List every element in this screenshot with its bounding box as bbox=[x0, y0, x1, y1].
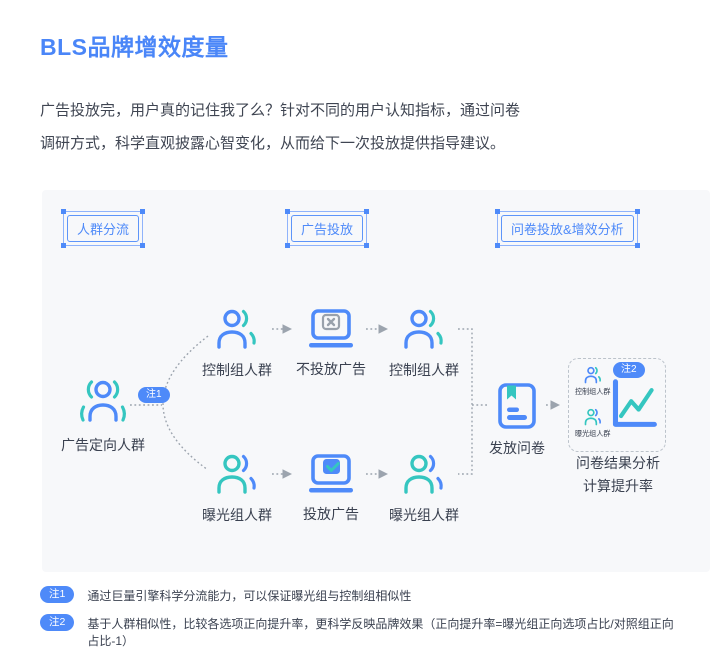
note2-badge: 注2 bbox=[40, 614, 75, 631]
stage-box-ad-delivery: 广告投放 bbox=[285, 209, 370, 248]
result-caption: 问卷结果分析 计算提升率 bbox=[566, 452, 670, 498]
intro-paragraph: 广告投放完，用户真的记住我了么？针对不同的用户认知指标，通过问卷 调研方式，科学… bbox=[40, 94, 520, 160]
intro-line-2: 调研方式，科学直观披露心智变化，从而给下一次投放提供指导建议。 bbox=[40, 135, 506, 152]
node-send-survey: 发放问卷 bbox=[465, 381, 569, 458]
node-targeted-audience: 广告定向人群 bbox=[51, 376, 155, 455]
handle-icon bbox=[364, 243, 370, 248]
page-title: BLS品牌增效度量 bbox=[40, 34, 229, 60]
node-label: 广告定向人群 bbox=[61, 437, 145, 453]
handle-icon bbox=[634, 209, 640, 214]
handle-icon bbox=[61, 209, 66, 214]
handle-icon bbox=[140, 243, 146, 248]
handle-icon bbox=[285, 243, 290, 248]
stage-label: 问卷投放&增效分析 bbox=[501, 215, 634, 242]
footnote-text: 通过巨量引擎科学分流能力，可以保证曝光组与控制组相似性 bbox=[87, 589, 412, 603]
person-blue-icon bbox=[404, 309, 443, 349]
node-control-group-start: 控制组人群 bbox=[185, 305, 289, 380]
node-label: 曝光组人群 bbox=[389, 507, 459, 523]
node-label: 曝光组人群 bbox=[202, 507, 272, 523]
mini-exposed-group: 曝光组人群 bbox=[569, 407, 617, 439]
stage-box-survey-analysis: 问卷投放&增效分析 bbox=[495, 209, 640, 248]
result-analysis-box: 注2 控制组人群 曝光组人群 bbox=[568, 358, 666, 452]
diagram-panel: 人群分流 广告投放 问卷投放&增效分析 广告定向人群 注1 bbox=[42, 190, 710, 572]
node-control-group-end: 控制组人群 bbox=[372, 305, 476, 380]
person-teal-icon bbox=[404, 454, 443, 494]
note1-badge: 注1 bbox=[40, 586, 75, 603]
person-teal-icon bbox=[584, 408, 601, 426]
stage-label: 人群分流 bbox=[67, 215, 140, 242]
mini-control-group: 控制组人群 bbox=[569, 365, 617, 397]
footnote-text: 基于人群相似性，比较各选项正向提升率，更科学反映品牌效果（正向提升率=曝光组正向… bbox=[87, 617, 674, 648]
node-label: 控制组人群 bbox=[202, 362, 272, 378]
laptop-ad-icon bbox=[309, 454, 353, 493]
stage-box-audience-split: 人群分流 bbox=[61, 209, 146, 248]
handle-icon bbox=[495, 209, 500, 214]
mini-label: 曝光组人群 bbox=[575, 429, 611, 438]
line-chart-icon bbox=[612, 379, 657, 427]
handle-icon bbox=[285, 209, 290, 214]
result-caption-line1: 问卷结果分析 bbox=[576, 455, 660, 471]
intro-line-1: 广告投放完，用户真的记住我了么？针对不同的用户认知指标，通过问卷 bbox=[40, 102, 521, 119]
handle-icon bbox=[364, 209, 370, 214]
note2-badge: 注2 bbox=[613, 362, 645, 378]
audience-crowd-icon bbox=[80, 380, 126, 422]
handle-icon bbox=[140, 209, 146, 214]
node-label: 控制组人群 bbox=[389, 362, 459, 378]
survey-doc-icon bbox=[498, 383, 536, 429]
laptop-no-ad-icon bbox=[309, 309, 353, 348]
node-no-ad: 不投放广告 bbox=[279, 306, 383, 379]
node-exposed-group-end: 曝光组人群 bbox=[372, 450, 476, 525]
mini-label: 控制组人群 bbox=[575, 387, 611, 396]
person-teal-icon bbox=[217, 454, 256, 494]
node-label: 不投放广告 bbox=[296, 361, 366, 377]
footnote-2: 注2 基于人群相似性，比较各选项正向提升率，更科学反映品牌效果（正向提升率=曝光… bbox=[40, 614, 680, 649]
stage-label: 广告投放 bbox=[291, 215, 364, 242]
person-blue-icon bbox=[217, 309, 256, 349]
person-blue-icon bbox=[584, 366, 601, 384]
node-ad-delivery: 投放广告 bbox=[279, 451, 383, 524]
footnote-1: 注1 通过巨量引擎科学分流能力，可以保证曝光组与控制组相似性 bbox=[40, 586, 412, 604]
handle-icon bbox=[495, 243, 500, 248]
result-caption-line2: 计算提升率 bbox=[583, 478, 653, 494]
node-exposed-group-start: 曝光组人群 bbox=[185, 450, 289, 525]
handle-icon bbox=[61, 243, 66, 248]
handle-icon bbox=[634, 243, 640, 248]
node-label: 投放广告 bbox=[303, 506, 359, 522]
node-label: 发放问卷 bbox=[489, 440, 545, 456]
note1-badge: 注1 bbox=[138, 387, 170, 403]
